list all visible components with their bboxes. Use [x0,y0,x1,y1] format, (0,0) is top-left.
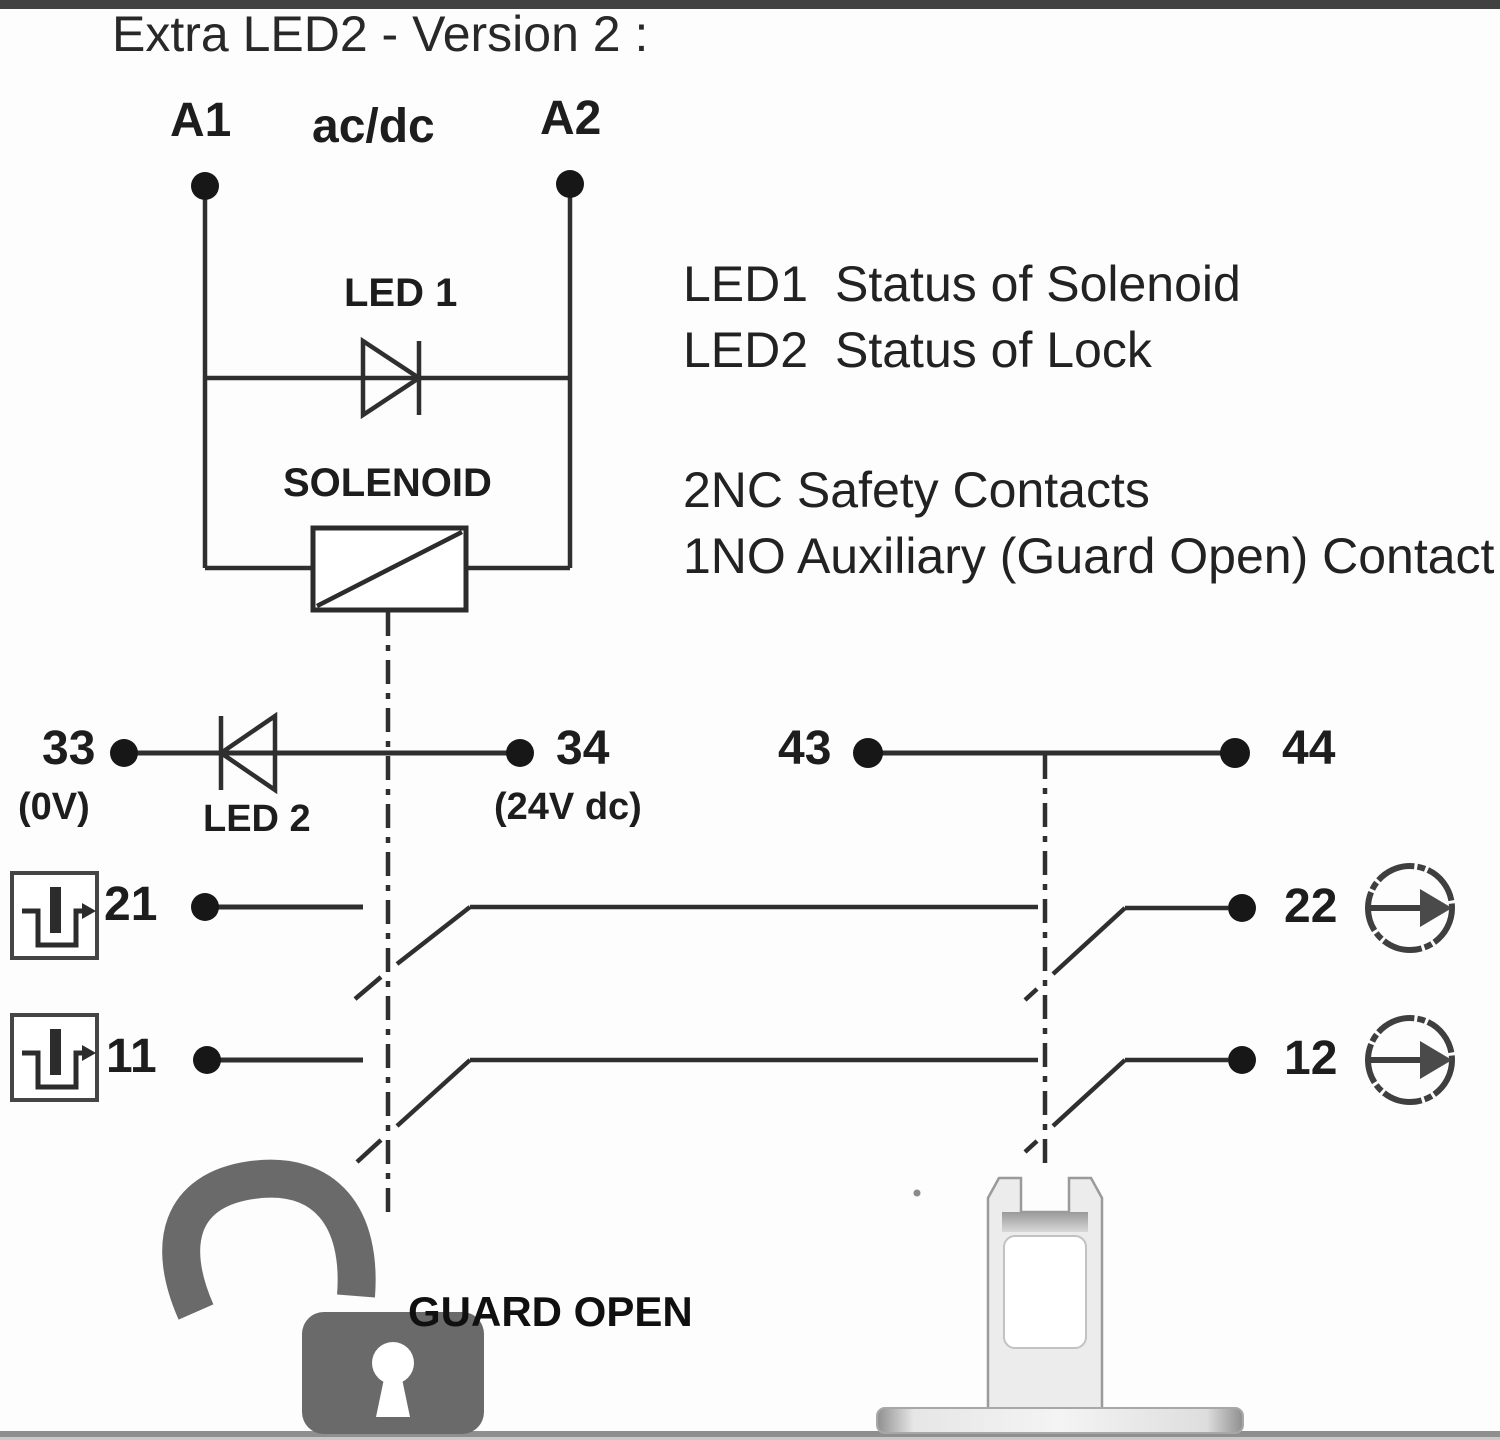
contact-info-line2: 1NO Auxiliary (Guard Open) Contact [683,528,1495,584]
terminal-label-34: 34 [556,722,610,775]
legend-led1-text: Status of Solenoid [835,256,1241,312]
direction-arrow-icon-22 [1365,863,1455,953]
terminal-dot-a2 [556,170,584,198]
terminal-label-a1: A1 [170,94,232,147]
solenoid-box-icon [310,525,469,613]
terminal-label-12: 12 [1284,1032,1338,1085]
terminal-dot-12 [1228,1046,1256,1074]
supply-type-label: ac/dc [312,100,435,153]
contact-info-line1: 2NC Safety Contacts [683,462,1150,518]
legend-led2-text: Status of Lock [835,322,1152,378]
unlock-padlock-icon [162,1159,484,1434]
led1-label: LED 1 [344,271,458,315]
terminal-label-33: 33 [42,722,96,775]
terminal-sub-34: (24V dc) [494,786,642,828]
terminal-dot-21 [191,893,219,921]
aux-contact-row [853,738,1250,768]
guard-open-label: GUARD OPEN [408,1288,693,1335]
terminal-dot-44 [1220,738,1250,768]
top-border-bar [0,0,1500,9]
safety-contact-row-11-12 [207,1057,1228,1164]
bottom-border-shadow [0,1437,1500,1440]
lock-monitor-row [110,711,534,795]
terminal-dot-34 [506,739,534,767]
terminal-dot-33 [110,739,138,767]
terminal-label-11: 11 [106,1030,157,1083]
speck-artifact [913,1189,921,1197]
terminal-dot-22 [1228,894,1256,922]
solenoid-circuit-wires [202,196,573,571]
terminal-dot-a1 [191,172,219,200]
legend-led1: LED1 Status of Solenoid [683,258,1241,311]
solenoid-label: SOLENOID [283,461,492,505]
legend-led1-label: LED1 [683,256,809,312]
terminal-label-22: 22 [1284,880,1338,933]
legend-led2-label: LED2 [683,322,809,378]
legend-led2: LED2 Status of Lock [683,324,1152,377]
terminal-sub-33: (0V) [18,786,90,828]
led1-diode-icon [360,336,424,420]
terminal-dot-43 [853,738,883,768]
terminal-label-44: 44 [1282,722,1336,775]
bottom-border-bar [0,1431,1500,1437]
page-title: Extra LED2 - Version 2 : [112,6,649,62]
terminal-label-a2: A2 [540,92,602,145]
terminal-dot-11 [193,1046,221,1074]
led2-label: LED 2 [203,798,311,840]
safety-contact-row-21-22 [205,904,1228,1002]
terminal-label-43: 43 [778,722,832,775]
actuator-key-icon [876,1176,1244,1434]
led2-diode-icon [217,711,278,795]
terminal-label-21: 21 [104,878,158,931]
direction-arrow-icon-12 [1365,1015,1455,1105]
forced-opening-icon [10,871,99,960]
forced-opening-icon [10,1013,99,1102]
